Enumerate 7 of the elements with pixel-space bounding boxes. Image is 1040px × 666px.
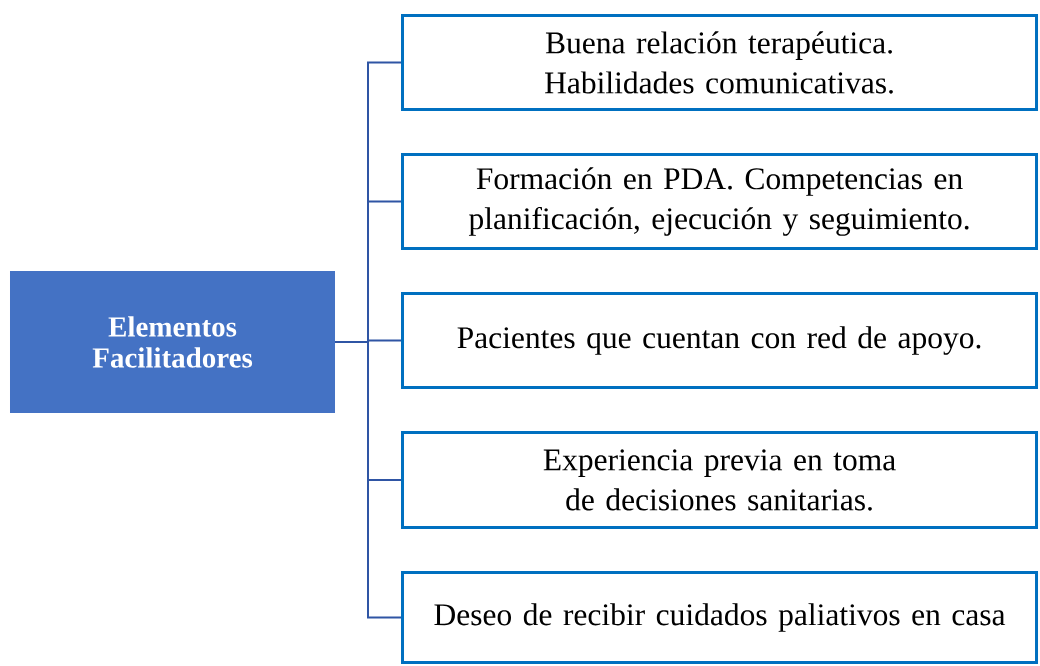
item-box: Pacientes que cuentan con red de apoyo.: [401, 292, 1038, 389]
item-box: Deseo de recibir cuidados paliativos en casa: [401, 571, 1038, 664]
root-box: Elementos Facilitadores: [10, 271, 335, 413]
connector-line: [334, 341, 402, 619]
item-box: Buena relación terapéutica. Habilidades comunicativas.: [401, 14, 1038, 111]
item-box: Experiencia previa en toma de decisiones sanitarias.: [401, 431, 1038, 529]
item-box: Formación en PDA. Competencias en planificación, ejecución y seguimiento.: [401, 153, 1038, 250]
